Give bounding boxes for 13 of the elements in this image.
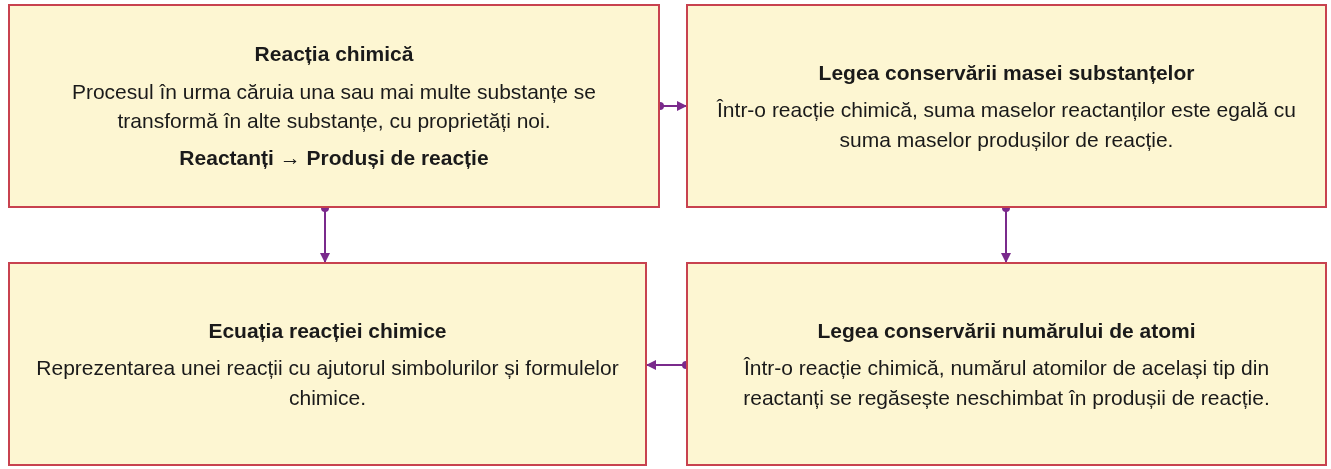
- box-text: Procesul în urma căruia una sau mai multe substanțe se transformă în alte substanțe, cu proprietăți noi.: [70, 78, 598, 134]
- box-text: Reprezentarea unei reacții cu ajutorul simbolurilor și formulelor chimice.: [35, 355, 620, 411]
- box-text: Într-o reacție chimică, numărul atomilor de același tip din reactanți se regăsește neschimbat în produșii de reacție.: [742, 355, 1271, 411]
- box-heading: Legea conservării masei substanțelor: [818, 59, 1195, 86]
- box-text: Într-o reacție chimică, suma maselor reactanților este egală cu suma maselor produșilor de reacție.: [715, 97, 1297, 153]
- box-heading: Legea conservării numărului de atomi: [817, 317, 1196, 344]
- box-heading: Ecuația reacției chimice: [208, 317, 447, 344]
- box-heading: Reacția chimică: [254, 41, 414, 68]
- box-text: Reactanți → Produși de reacție: [179, 145, 489, 172]
- concept-box: [8, 4, 660, 208]
- concept-box: [686, 262, 1327, 466]
- concept-box: [8, 262, 647, 466]
- concept-box: [686, 4, 1327, 208]
